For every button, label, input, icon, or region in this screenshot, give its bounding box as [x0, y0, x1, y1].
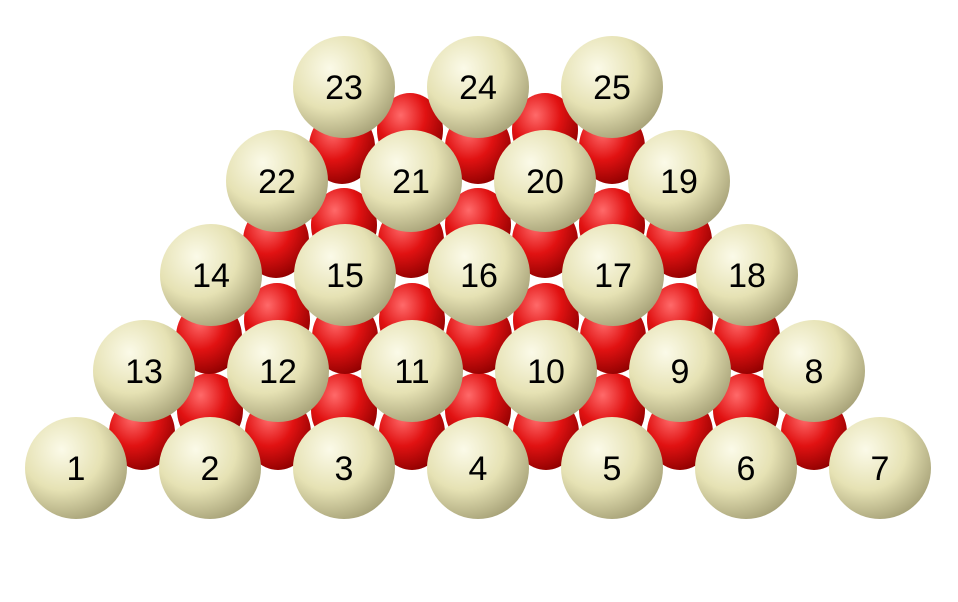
metal-atom-sphere	[360, 130, 462, 232]
metal-atom-sphere	[227, 320, 329, 422]
metal-atom: 23	[293, 36, 395, 138]
metal-atom: 9	[629, 320, 731, 422]
atom-number-label: 19	[660, 163, 698, 201]
atom-number-label: 23	[325, 69, 363, 107]
metal-atom-sphere	[695, 417, 797, 519]
metal-atom: 6	[695, 417, 797, 519]
atom-number-label: 24	[459, 69, 497, 107]
atom-number-label: 8	[805, 353, 824, 391]
metal-atom-sphere	[495, 320, 597, 422]
metal-atom-sphere	[428, 224, 530, 326]
metal-atom: 4	[427, 417, 529, 519]
metal-atom-sphere	[629, 320, 731, 422]
atom-number-label: 18	[728, 257, 766, 295]
metal-atom: 22	[226, 130, 328, 232]
metal-atom: 15	[294, 224, 396, 326]
metal-atom-sphere	[561, 36, 663, 138]
metal-atom-sphere	[93, 320, 195, 422]
metal-atom-sphere	[294, 224, 396, 326]
metal-atom: 1	[25, 417, 127, 519]
atom-number-label: 13	[125, 353, 163, 391]
metal-atom-sphere	[226, 130, 328, 232]
atom-number-label: 5	[603, 450, 622, 488]
atom-number-label: 4	[469, 450, 488, 488]
metal-atom-sphere	[159, 417, 261, 519]
metal-atom: 8	[763, 320, 865, 422]
metal-atom: 17	[562, 224, 664, 326]
metal-atom: 20	[494, 130, 596, 232]
metal-atom: 3	[293, 417, 395, 519]
metal-atom-sphere	[361, 320, 463, 422]
metal-atom: 19	[628, 130, 730, 232]
atom-number-label: 22	[258, 163, 296, 201]
metal-atom-sphere	[829, 417, 931, 519]
atom-number-label: 1	[67, 450, 86, 488]
atom-number-label: 25	[593, 69, 631, 107]
atom-number-label: 21	[392, 163, 430, 201]
metal-atom-sphere	[763, 320, 865, 422]
metal-atom: 13	[93, 320, 195, 422]
atom-number-label: 10	[527, 353, 565, 391]
metal-atom: 24	[427, 36, 529, 138]
atom-number-label: 20	[526, 163, 564, 201]
metal-atom-sphere	[696, 224, 798, 326]
atom-number-label: 6	[737, 450, 756, 488]
metal-atom: 2	[159, 417, 261, 519]
metal-atom-sphere	[562, 224, 664, 326]
atom-number-label: 3	[335, 450, 354, 488]
metal-atom-sphere	[293, 417, 395, 519]
atom-number-label: 2	[201, 450, 220, 488]
metal-atom: 5	[561, 417, 663, 519]
atom-number-label: 11	[394, 353, 429, 391]
metal-atom-sphere	[628, 130, 730, 232]
metal-atom-sphere	[293, 36, 395, 138]
metal-atom-sphere	[427, 36, 529, 138]
atom-number-label: 12	[259, 353, 297, 391]
metal-atom: 11	[361, 320, 463, 422]
metal-atom: 21	[360, 130, 462, 232]
metal-atom-sphere	[427, 417, 529, 519]
metal-atom-sphere	[25, 417, 127, 519]
atom-number-label: 15	[326, 257, 364, 295]
metal-atom-sphere	[160, 224, 262, 326]
metal-atom: 18	[696, 224, 798, 326]
metal-atom: 12	[227, 320, 329, 422]
metal-atom-sphere	[494, 130, 596, 232]
metal-atom: 25	[561, 36, 663, 138]
metal-atom: 14	[160, 224, 262, 326]
metal-atom: 7	[829, 417, 931, 519]
atom-number-label: 16	[460, 257, 498, 295]
atom-number-label: 17	[594, 257, 632, 295]
atom-number-label: 7	[871, 450, 890, 488]
atom-number-label: 14	[192, 257, 230, 295]
atom-number-label: 9	[671, 353, 690, 391]
metal-atom: 10	[495, 320, 597, 422]
metal-atom-sphere	[561, 417, 663, 519]
metal-atom: 16	[428, 224, 530, 326]
